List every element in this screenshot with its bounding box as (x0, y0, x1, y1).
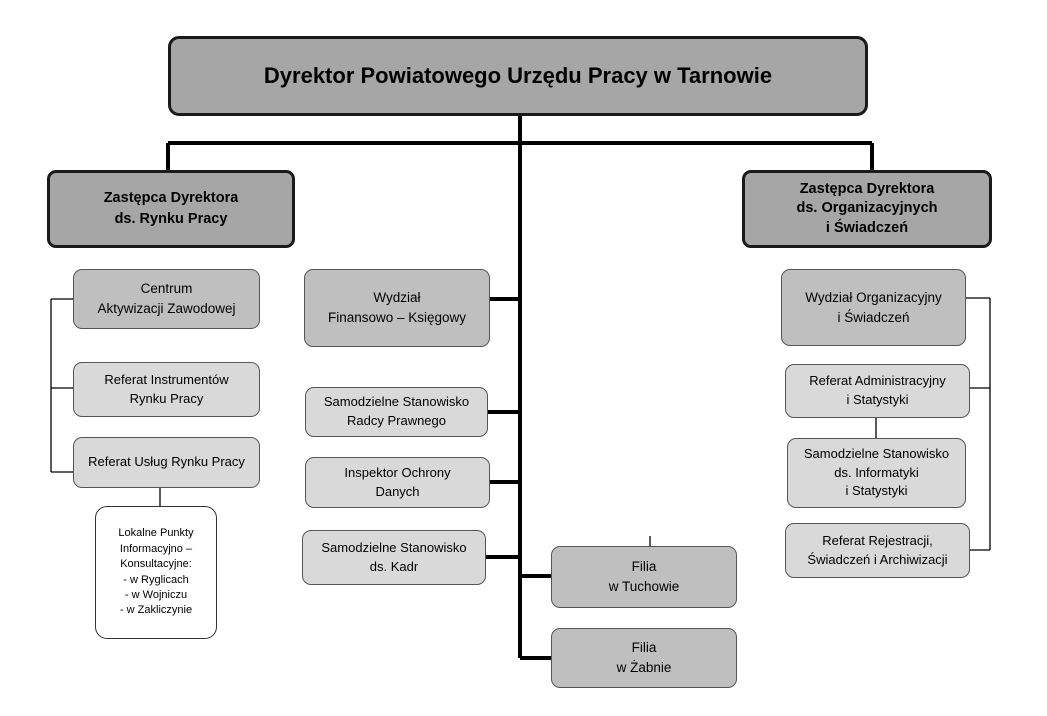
filia-zabno-box: Filia w Żabnie (551, 628, 737, 688)
centrum-aktywizacji-box: Centrum Aktywizacji Zawodowej (73, 269, 260, 329)
left-deputy-box: Zastępca Dyrektora ds. Rynku Pracy (47, 170, 295, 248)
kadry-box: Samodzielne Stanowisko ds. Kadr (302, 530, 486, 585)
referat-instrumentow-box: Referat Instrumentów Rynku Pracy (73, 362, 260, 417)
informatyka-box: Samodzielne Stanowisko ds. Informatyki i… (787, 438, 966, 508)
referat-uslug-box: Referat Usług Rynku Pracy (73, 437, 260, 488)
inspektor-box: Inspektor Ochrony Danych (305, 457, 490, 508)
wydzial-organizacyjny-box: Wydział Organizacyjny i Świadczeń (781, 269, 966, 346)
referat-rejestracji-box: Referat Rejestracji, Świadczeń i Archiwi… (785, 523, 970, 578)
wydzial-finansowy-box: Wydział Finansowo – Księgowy (304, 269, 490, 347)
director-box: Dyrektor Powiatowego Urzędu Pracy w Tarn… (168, 36, 868, 116)
lokalne-punkty-box: Lokalne Punkty Informacyjno – Konsultacy… (95, 506, 217, 639)
referat-administracyjny-box: Referat Administracyjny i Statystyki (785, 364, 970, 418)
radca-prawny-box: Samodzielne Stanowisko Radcy Prawnego (305, 387, 488, 437)
filia-tuchow-box: Filia w Tuchowie (551, 546, 737, 608)
right-deputy-box: Zastępca Dyrektora ds. Organizacyjnych i… (742, 170, 992, 248)
